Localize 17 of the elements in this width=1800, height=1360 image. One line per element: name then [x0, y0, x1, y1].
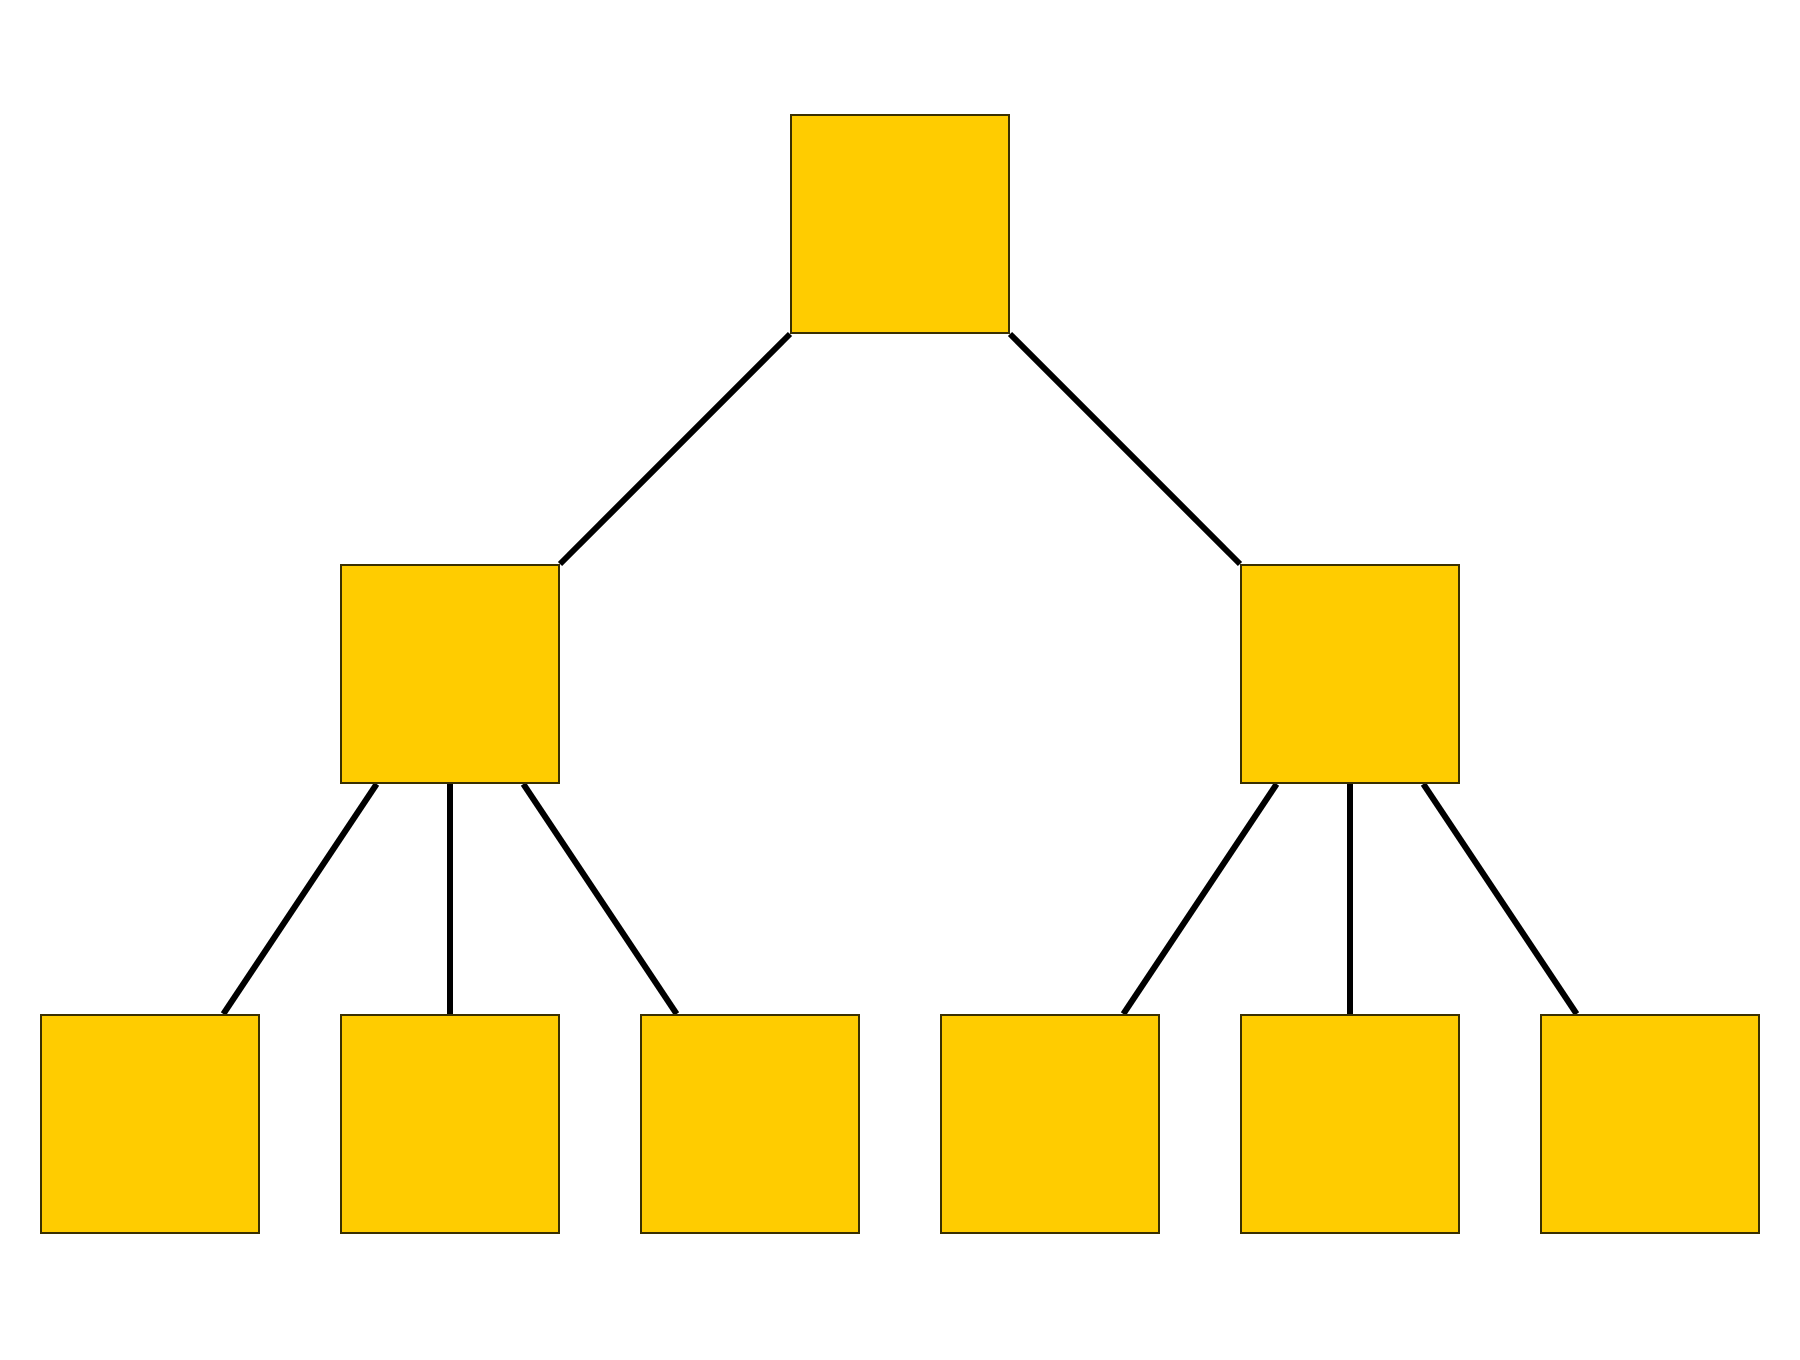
connector-line	[1007, 331, 1243, 567]
square-node	[1540, 1014, 1760, 1234]
square-node	[1240, 564, 1460, 784]
square-node	[40, 1014, 260, 1234]
square-node	[1240, 1014, 1460, 1234]
square-node	[940, 1014, 1160, 1234]
square-node	[790, 114, 1010, 334]
connector-line	[1120, 782, 1280, 1016]
connector-line	[220, 782, 380, 1016]
connector-line	[447, 784, 453, 1014]
connector-line	[557, 331, 793, 567]
connector-line	[520, 782, 680, 1016]
square-node	[340, 1014, 560, 1234]
square-node	[640, 1014, 860, 1234]
connector-line	[1347, 784, 1353, 1014]
square-node	[340, 564, 560, 784]
connector-line	[1420, 782, 1580, 1016]
